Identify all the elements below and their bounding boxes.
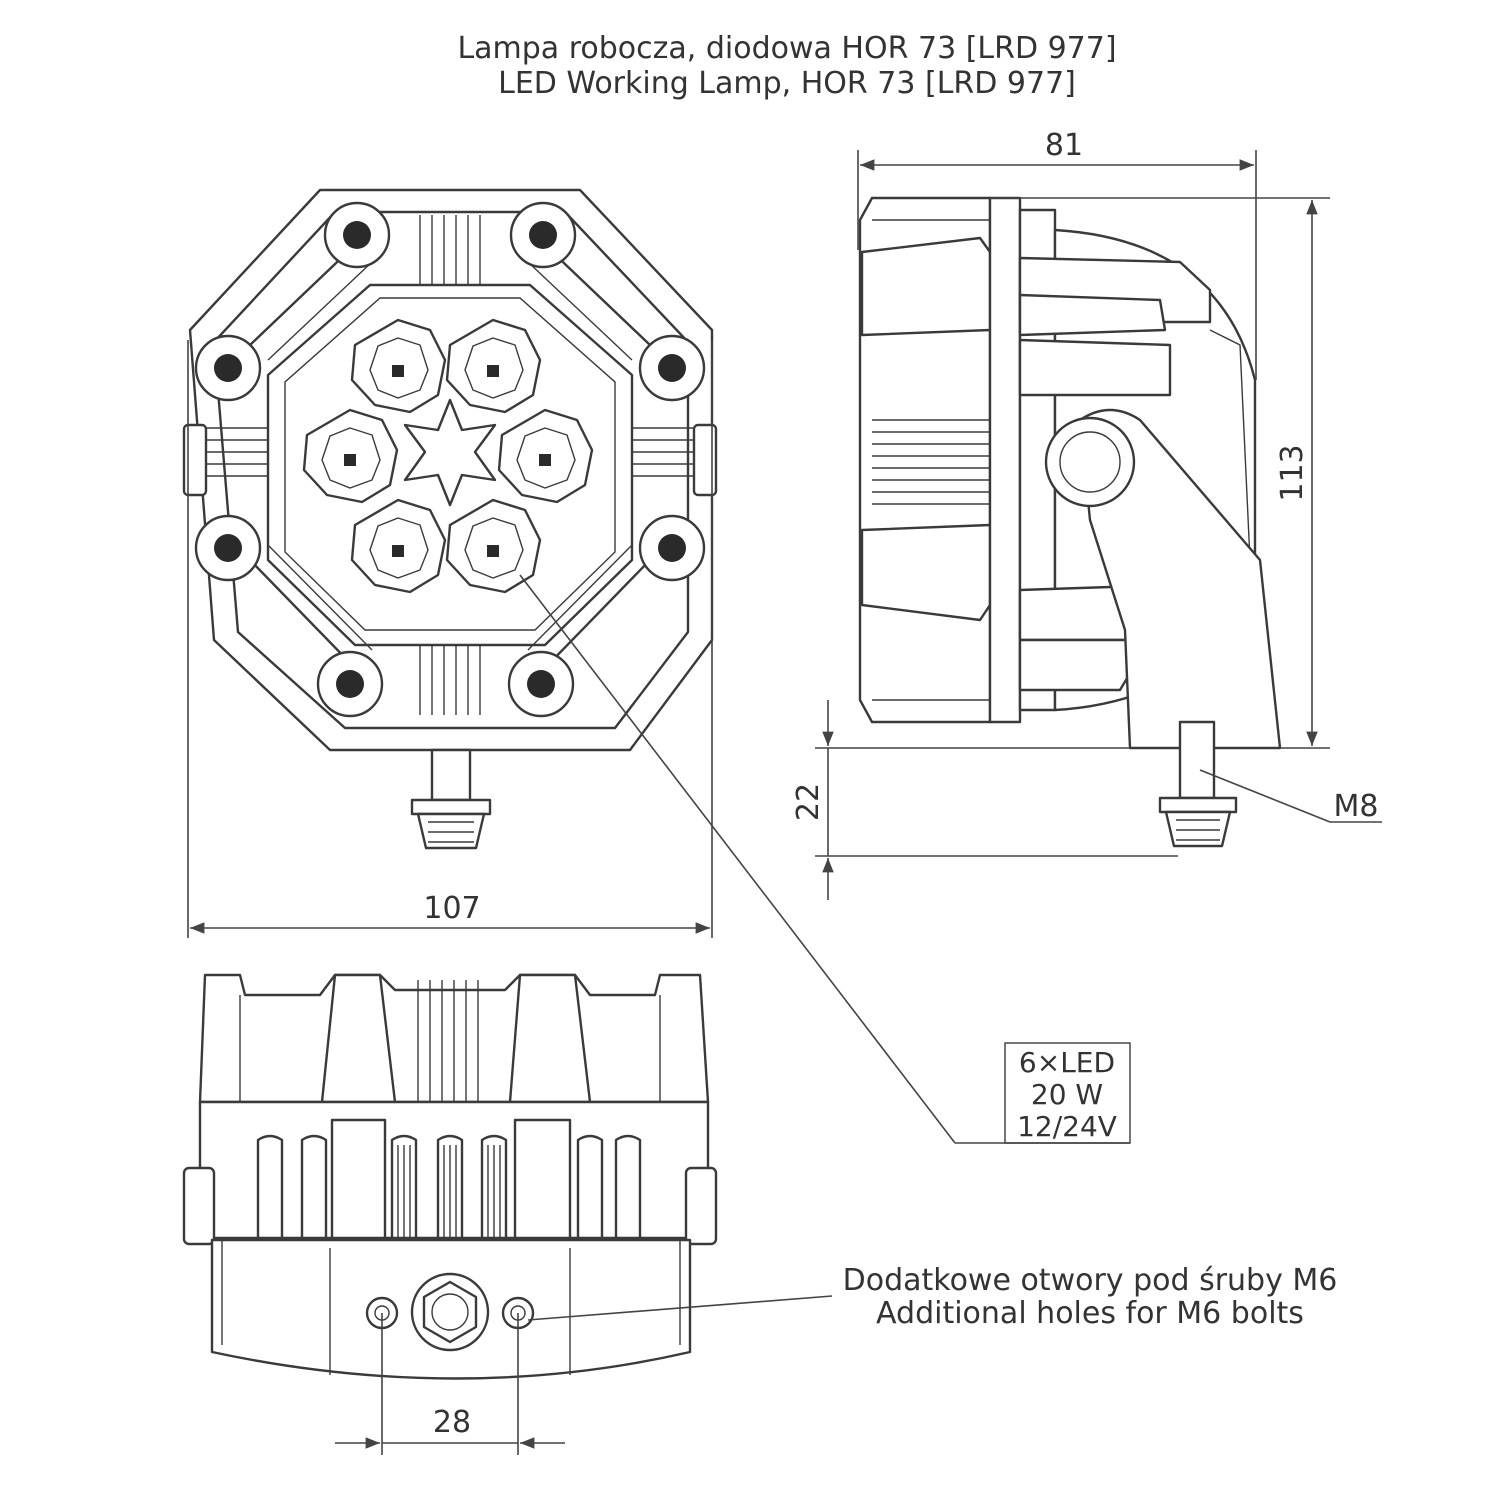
spec-power: 20 W	[1031, 1078, 1103, 1111]
holes-callout: Dodatkowe otwory pod śruby M6 Additional…	[527, 1263, 1338, 1331]
dimension-height: 113	[990, 197, 1330, 749]
holes-label-en: Additional holes for M6 bolts	[876, 1296, 1304, 1331]
dim-28-label: 28	[433, 1405, 471, 1440]
dimension-hole-spacing: 28	[335, 1313, 565, 1455]
dimension-depth: 81	[857, 128, 1257, 380]
holes-label-pl: Dodatkowe otwory pod śruby M6	[843, 1263, 1338, 1298]
dim-81-label: 81	[1045, 128, 1083, 163]
dim-22-label: 22	[791, 783, 826, 821]
dim-113-label: 113	[1275, 444, 1310, 501]
thread-m8-label: M8	[1334, 789, 1379, 824]
bottom-view	[182, 973, 718, 1380]
side-view	[858, 196, 1282, 848]
dim-107-label: 107	[423, 891, 480, 926]
led-spec-callout: 6×LED 20 W 12/24V	[519, 574, 1131, 1144]
front-view	[182, 188, 718, 850]
title-line-en: LED Working Lamp, HOR 73 [LRD 977]	[498, 66, 1076, 101]
spec-voltage: 12/24V	[1017, 1110, 1117, 1143]
dimension-width: 107	[187, 340, 713, 938]
led-cells	[302, 318, 594, 594]
spec-leds: 6×LED	[1019, 1046, 1115, 1079]
title-line-pl: Lampa robocza, diodowa HOR 73 [LRD 977]	[457, 31, 1116, 66]
dimension-bolt: 22	[791, 700, 1178, 900]
thread-callout: M8	[1199, 769, 1382, 824]
